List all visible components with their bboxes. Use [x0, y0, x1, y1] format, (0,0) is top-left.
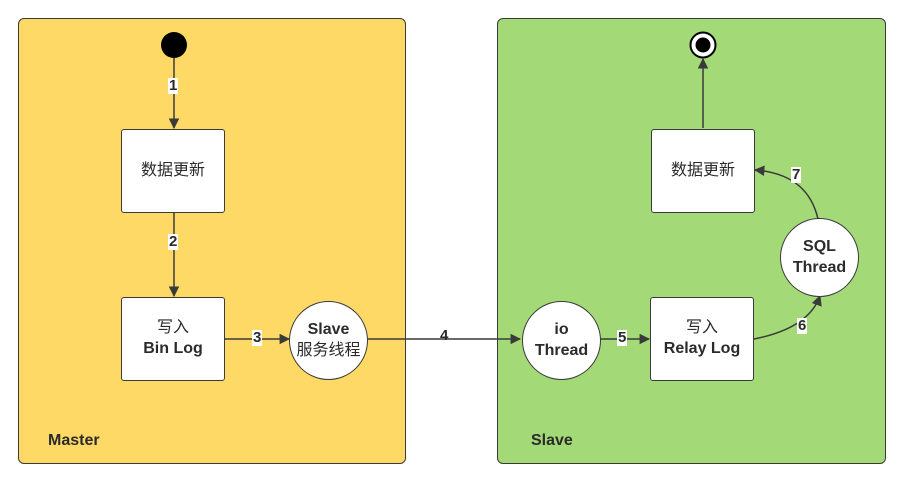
slave-service-thread[interactable]: Slave 服务线程 — [289, 301, 368, 380]
master-panel — [18, 18, 406, 464]
step-5: 5 — [617, 329, 628, 346]
step-1: 1 — [168, 77, 179, 94]
relaylog-box[interactable]: 写入 Relay Log — [650, 297, 754, 381]
slave-update-label: 数据更新 — [670, 161, 735, 179]
end-node-icon — [689, 31, 717, 59]
relaylog-line1: 写入 — [685, 319, 718, 337]
step-3: 3 — [252, 329, 263, 346]
sql-thread[interactable]: SQL Thread — [780, 218, 859, 297]
arrow-7 — [753, 165, 819, 220]
sql-thread-line1: SQL — [803, 237, 836, 255]
slave-service-line2: 服务线程 — [296, 341, 361, 359]
master-panel-label: Master — [48, 432, 100, 449]
binlog-line1: 写入 — [156, 319, 189, 337]
io-thread-line1: io — [554, 320, 569, 338]
step-7: 7 — [791, 166, 802, 183]
slave-update-box[interactable]: 数据更新 — [651, 129, 755, 213]
binlog-line2: Bin Log — [143, 340, 203, 357]
start-node-icon — [161, 32, 187, 58]
master-update-label: 数据更新 — [140, 161, 205, 179]
step-2: 2 — [168, 233, 179, 250]
step-6: 6 — [797, 317, 808, 334]
arrow-6 — [753, 295, 822, 340]
slave-panel-label: Slave — [531, 432, 573, 449]
step-4: 4 — [440, 327, 449, 344]
binlog-box[interactable]: 写入 Bin Log — [121, 297, 225, 381]
io-thread[interactable]: io Thread — [522, 301, 601, 380]
relaylog-line2: Relay Log — [663, 340, 741, 357]
master-update-box[interactable]: 数据更新 — [121, 129, 225, 213]
sql-thread-line2: Thread — [792, 258, 847, 276]
io-thread-line2: Thread — [534, 341, 589, 359]
slave-service-line1: Slave — [307, 320, 350, 338]
